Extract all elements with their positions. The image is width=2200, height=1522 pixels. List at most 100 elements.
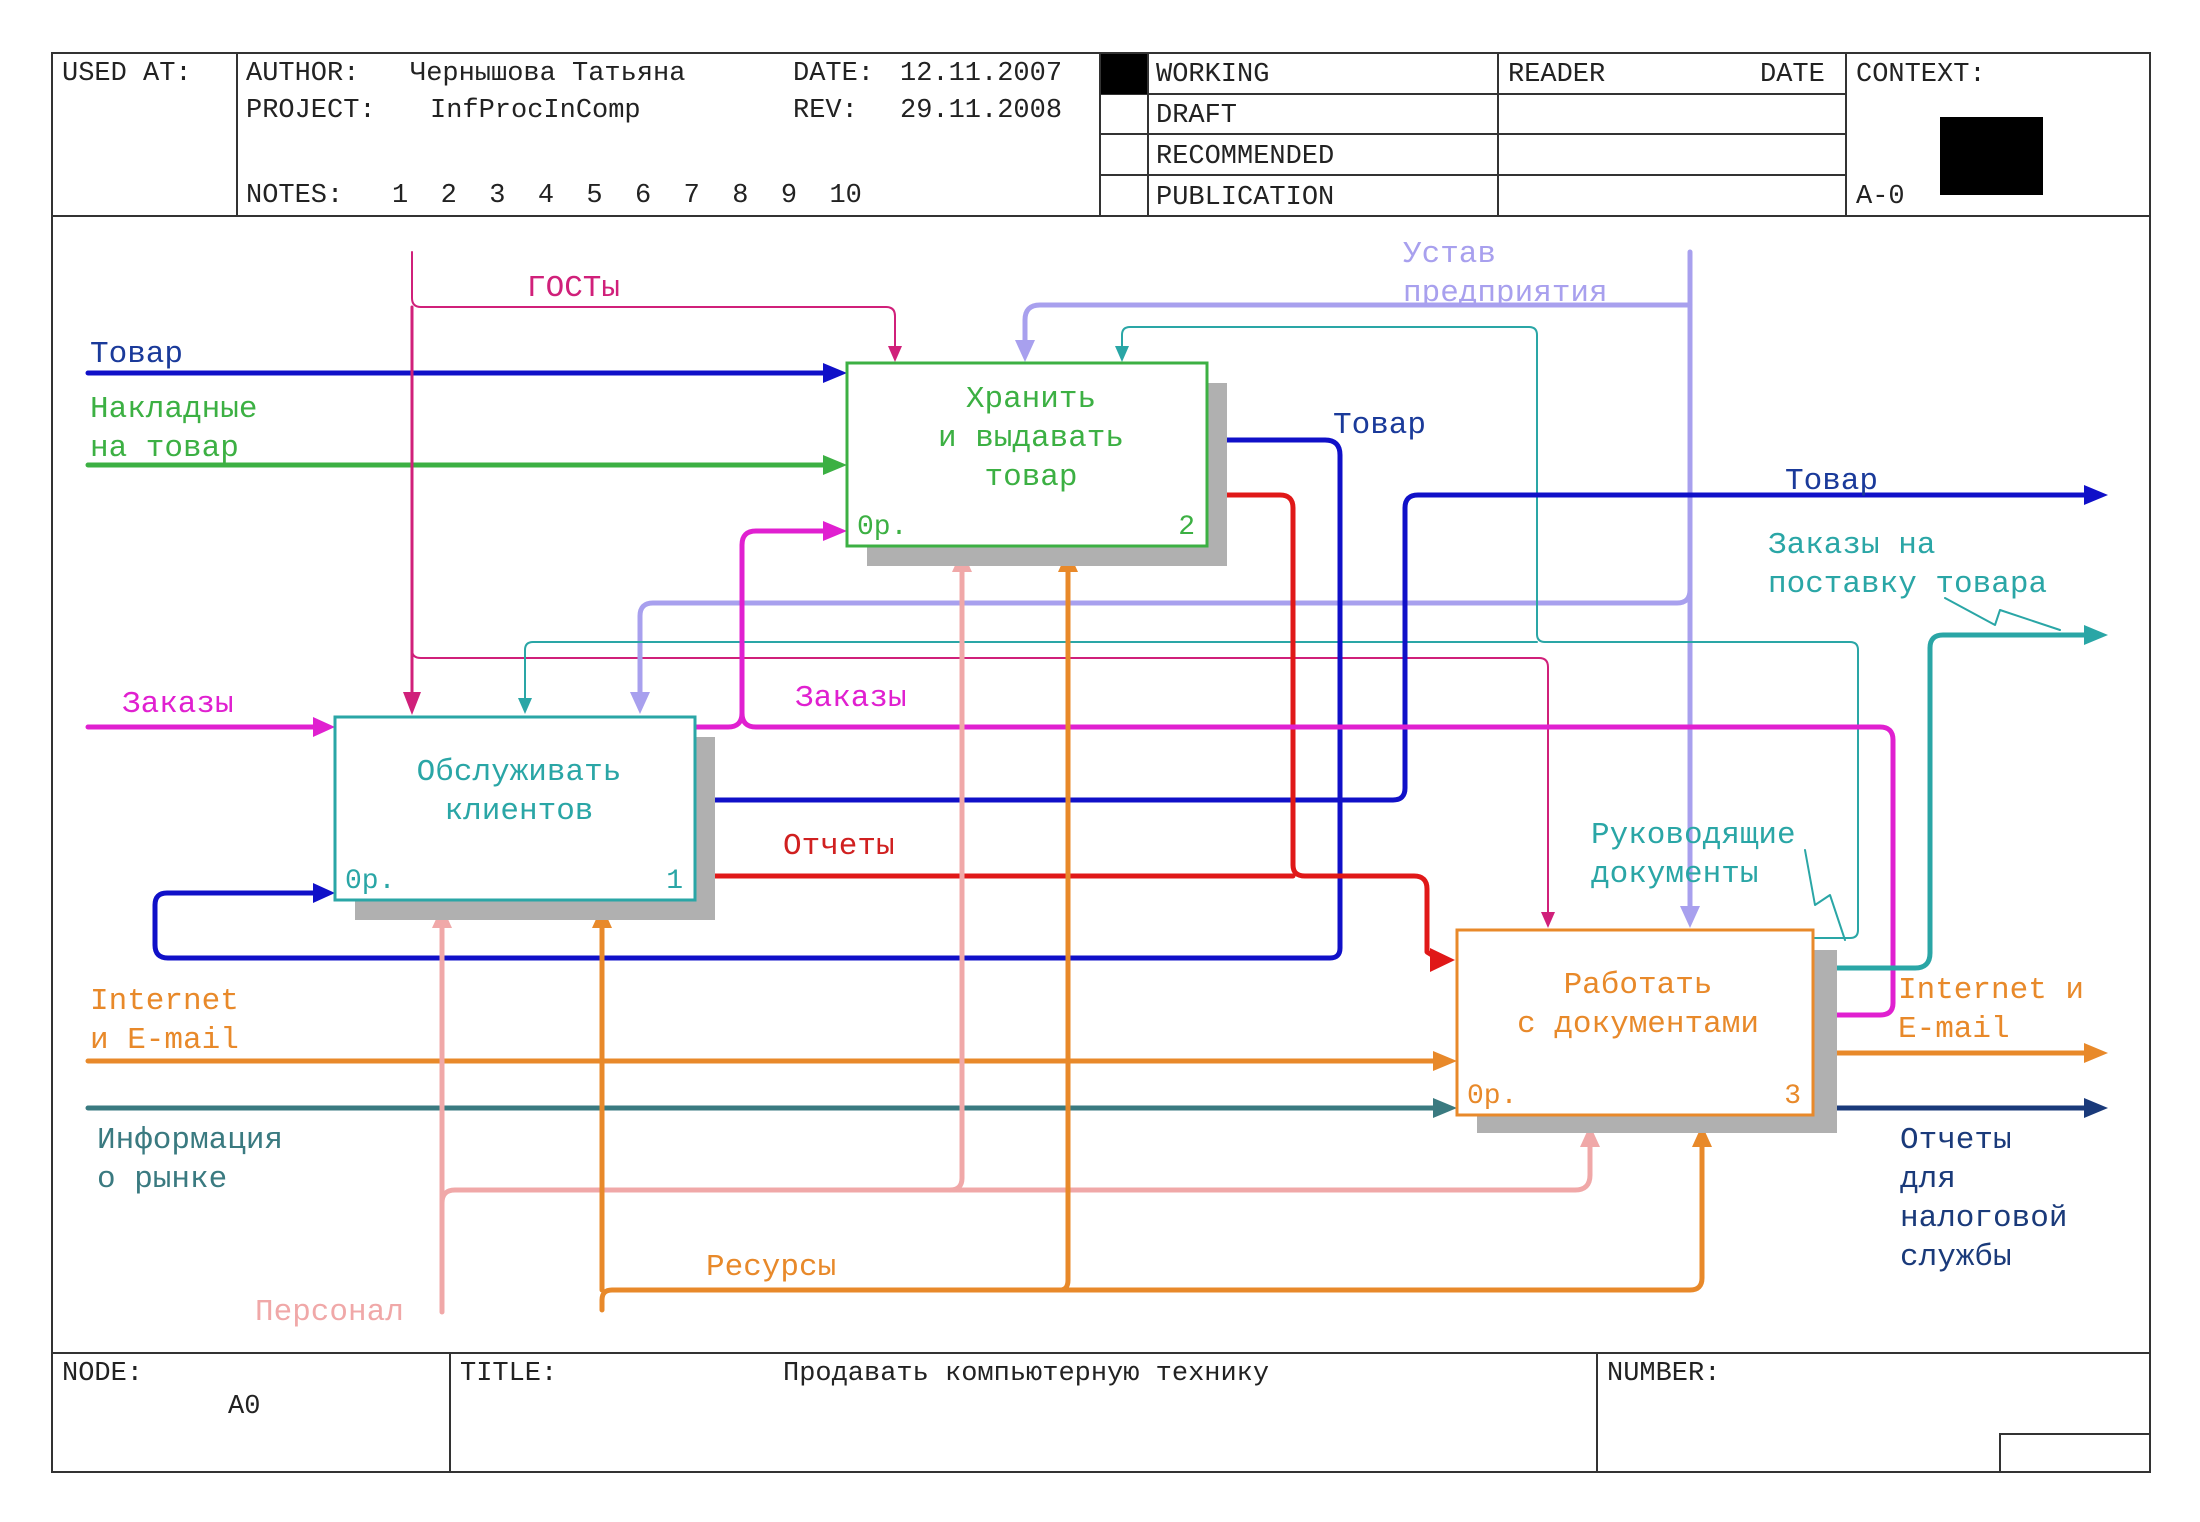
label-zakazy-postavka-line2: поставку товара (1768, 567, 2047, 602)
label-nakladnye-line1: Накладные (90, 392, 257, 427)
label-internet-out-line2: E-mail (1898, 1012, 2010, 1047)
arrowhead (2084, 1098, 2108, 1118)
arrow-personal-branch (439, 1137, 1593, 1206)
arrowhead (823, 455, 847, 475)
box-frame (333, 715, 697, 902)
author-value: Чернышова Татьяна (410, 59, 685, 89)
context-label: CONTEXT: (1856, 60, 1986, 90)
label-rukovod-line2: документы (1591, 857, 1758, 892)
label-otchety-nalog-line2: для (1900, 1162, 1956, 1197)
label-personal: Персонал (255, 1295, 404, 1330)
label-ustav-line2: предприятия (1403, 276, 1608, 311)
label-zakazy-in: Заказы (122, 687, 234, 722)
arrows (85, 249, 2108, 1315)
label-internet-out-line1: Internet и (1898, 973, 2084, 1008)
arrowhead (2084, 485, 2108, 505)
arrowhead (1692, 1125, 1712, 1147)
status-publication: PUBLICATION (1156, 183, 1334, 213)
label-resursy: Ресурсы (706, 1250, 836, 1285)
context-thumbnail (1940, 117, 2043, 195)
arrow-teal-to-box2 (1121, 326, 1859, 939)
box-title-line: товар (984, 460, 1077, 495)
rev-label: REV: (793, 96, 858, 126)
date-value: 12.11.2007 (900, 59, 1062, 89)
arrow-gosty (411, 251, 896, 351)
node-value: A0 (228, 1392, 260, 1422)
used-at-label: USED AT: (62, 59, 192, 89)
box-title-line: Хранить (966, 382, 1096, 417)
label-gosty: ГОСТы (527, 271, 620, 306)
arrow-teal-to-box1 (524, 641, 1538, 701)
project-value: InfProcInComp (430, 96, 641, 126)
arrowhead (403, 692, 421, 715)
node-label: NODE: (62, 1359, 143, 1389)
label-connector-rukovod (1804, 849, 1846, 941)
title-label: TITLE: (460, 1359, 557, 1389)
arrowhead (1580, 1125, 1600, 1147)
arrowhead (518, 698, 532, 714)
arrowhead (1015, 340, 1035, 362)
box-cost: 0р. (345, 866, 395, 897)
label-otchety-nalog-line4: службы (1900, 1240, 2012, 1275)
arrowhead (1433, 1051, 1457, 1071)
box-title-line: с документами (1517, 1007, 1759, 1042)
label-zakazy-mid: Заказы (795, 681, 907, 716)
box-number: 2 (1178, 512, 1195, 543)
number-label: NUMBER: (1607, 1359, 1720, 1389)
arrowhead (823, 363, 847, 383)
label-tovar-in: Товар (90, 337, 183, 372)
arrowhead (313, 717, 335, 737)
arrow-ustav-to-box2 (1022, 302, 1693, 353)
label-connector-zakazy-postavka (1944, 597, 2061, 631)
footer-frame (51, 1352, 2151, 1473)
label-internet-in-line1: Internet (90, 984, 239, 1019)
arrow-resursy (599, 1137, 1705, 1313)
notes-value: 1 2 3 4 5 6 7 8 9 10 (392, 181, 862, 211)
box-number: 1 (666, 866, 683, 897)
working-status-marker (1101, 54, 1147, 94)
box-title-line: и выдавать (938, 421, 1124, 456)
diagram-title: Продавать компьютерную технику (783, 1359, 1269, 1389)
arrowhead (1430, 948, 1455, 972)
box-frame (845, 361, 1209, 548)
box-title-line: Обслуживать (417, 755, 622, 790)
arrow-gosty-to-box3 (411, 649, 1549, 916)
box-2[interactable]: Хранить и выдавать товар 0р. 2 (845, 361, 1227, 566)
arrowhead (313, 883, 335, 903)
arrowhead (1541, 912, 1555, 928)
context-node: A-0 (1856, 182, 1905, 212)
arrow-tovar-out (692, 492, 2093, 803)
arrowhead (888, 346, 902, 362)
arrow-zakazy-postavka (1810, 632, 2093, 971)
label-ustav-line1: Устав (1403, 237, 1496, 272)
box-title-line: клиентов (445, 794, 594, 829)
box-title-line: Работать (1564, 968, 1713, 1003)
label-tovar-out: Товар (1785, 464, 1878, 499)
label-info-rynok-line1: Информация (97, 1123, 283, 1158)
arrowhead (630, 692, 650, 714)
arrow-zakazy-to-box2 (692, 528, 838, 730)
arrow-tovar-box2-loop (152, 437, 1343, 961)
box-1[interactable]: Обслуживать клиентов 0р. 1 (333, 715, 715, 920)
arrow-zakazy-to-box3 (739, 710, 1896, 1018)
box-frame (1455, 928, 1815, 1117)
arrow-ustav-to-box1 (637, 587, 1693, 703)
arrowhead (823, 521, 847, 541)
arrowhead (2084, 625, 2108, 645)
label-nakladnye-line2: на товар (90, 431, 239, 466)
arrowhead (1433, 1098, 1457, 1118)
arrowhead (1680, 906, 1700, 928)
status-recommended: RECOMMENDED (1156, 142, 1334, 172)
rev-value: 29.11.2008 (900, 96, 1062, 126)
status-working: WORKING (1156, 60, 1269, 90)
arrow-resursy-to-box2 (1057, 562, 1071, 1293)
reader-label: READER (1508, 60, 1605, 90)
project-label: PROJECT: (246, 96, 376, 126)
box-number: 3 (1784, 1081, 1801, 1112)
arrowhead (2084, 1043, 2108, 1063)
author-label: AUTHOR: (246, 59, 359, 89)
label-zakazy-postavka-line1: Заказы на (1768, 528, 1935, 563)
label-tovar-mid: Товар (1333, 408, 1426, 443)
box-3[interactable]: Работать с документами 0р. 3 (1455, 928, 1837, 1133)
